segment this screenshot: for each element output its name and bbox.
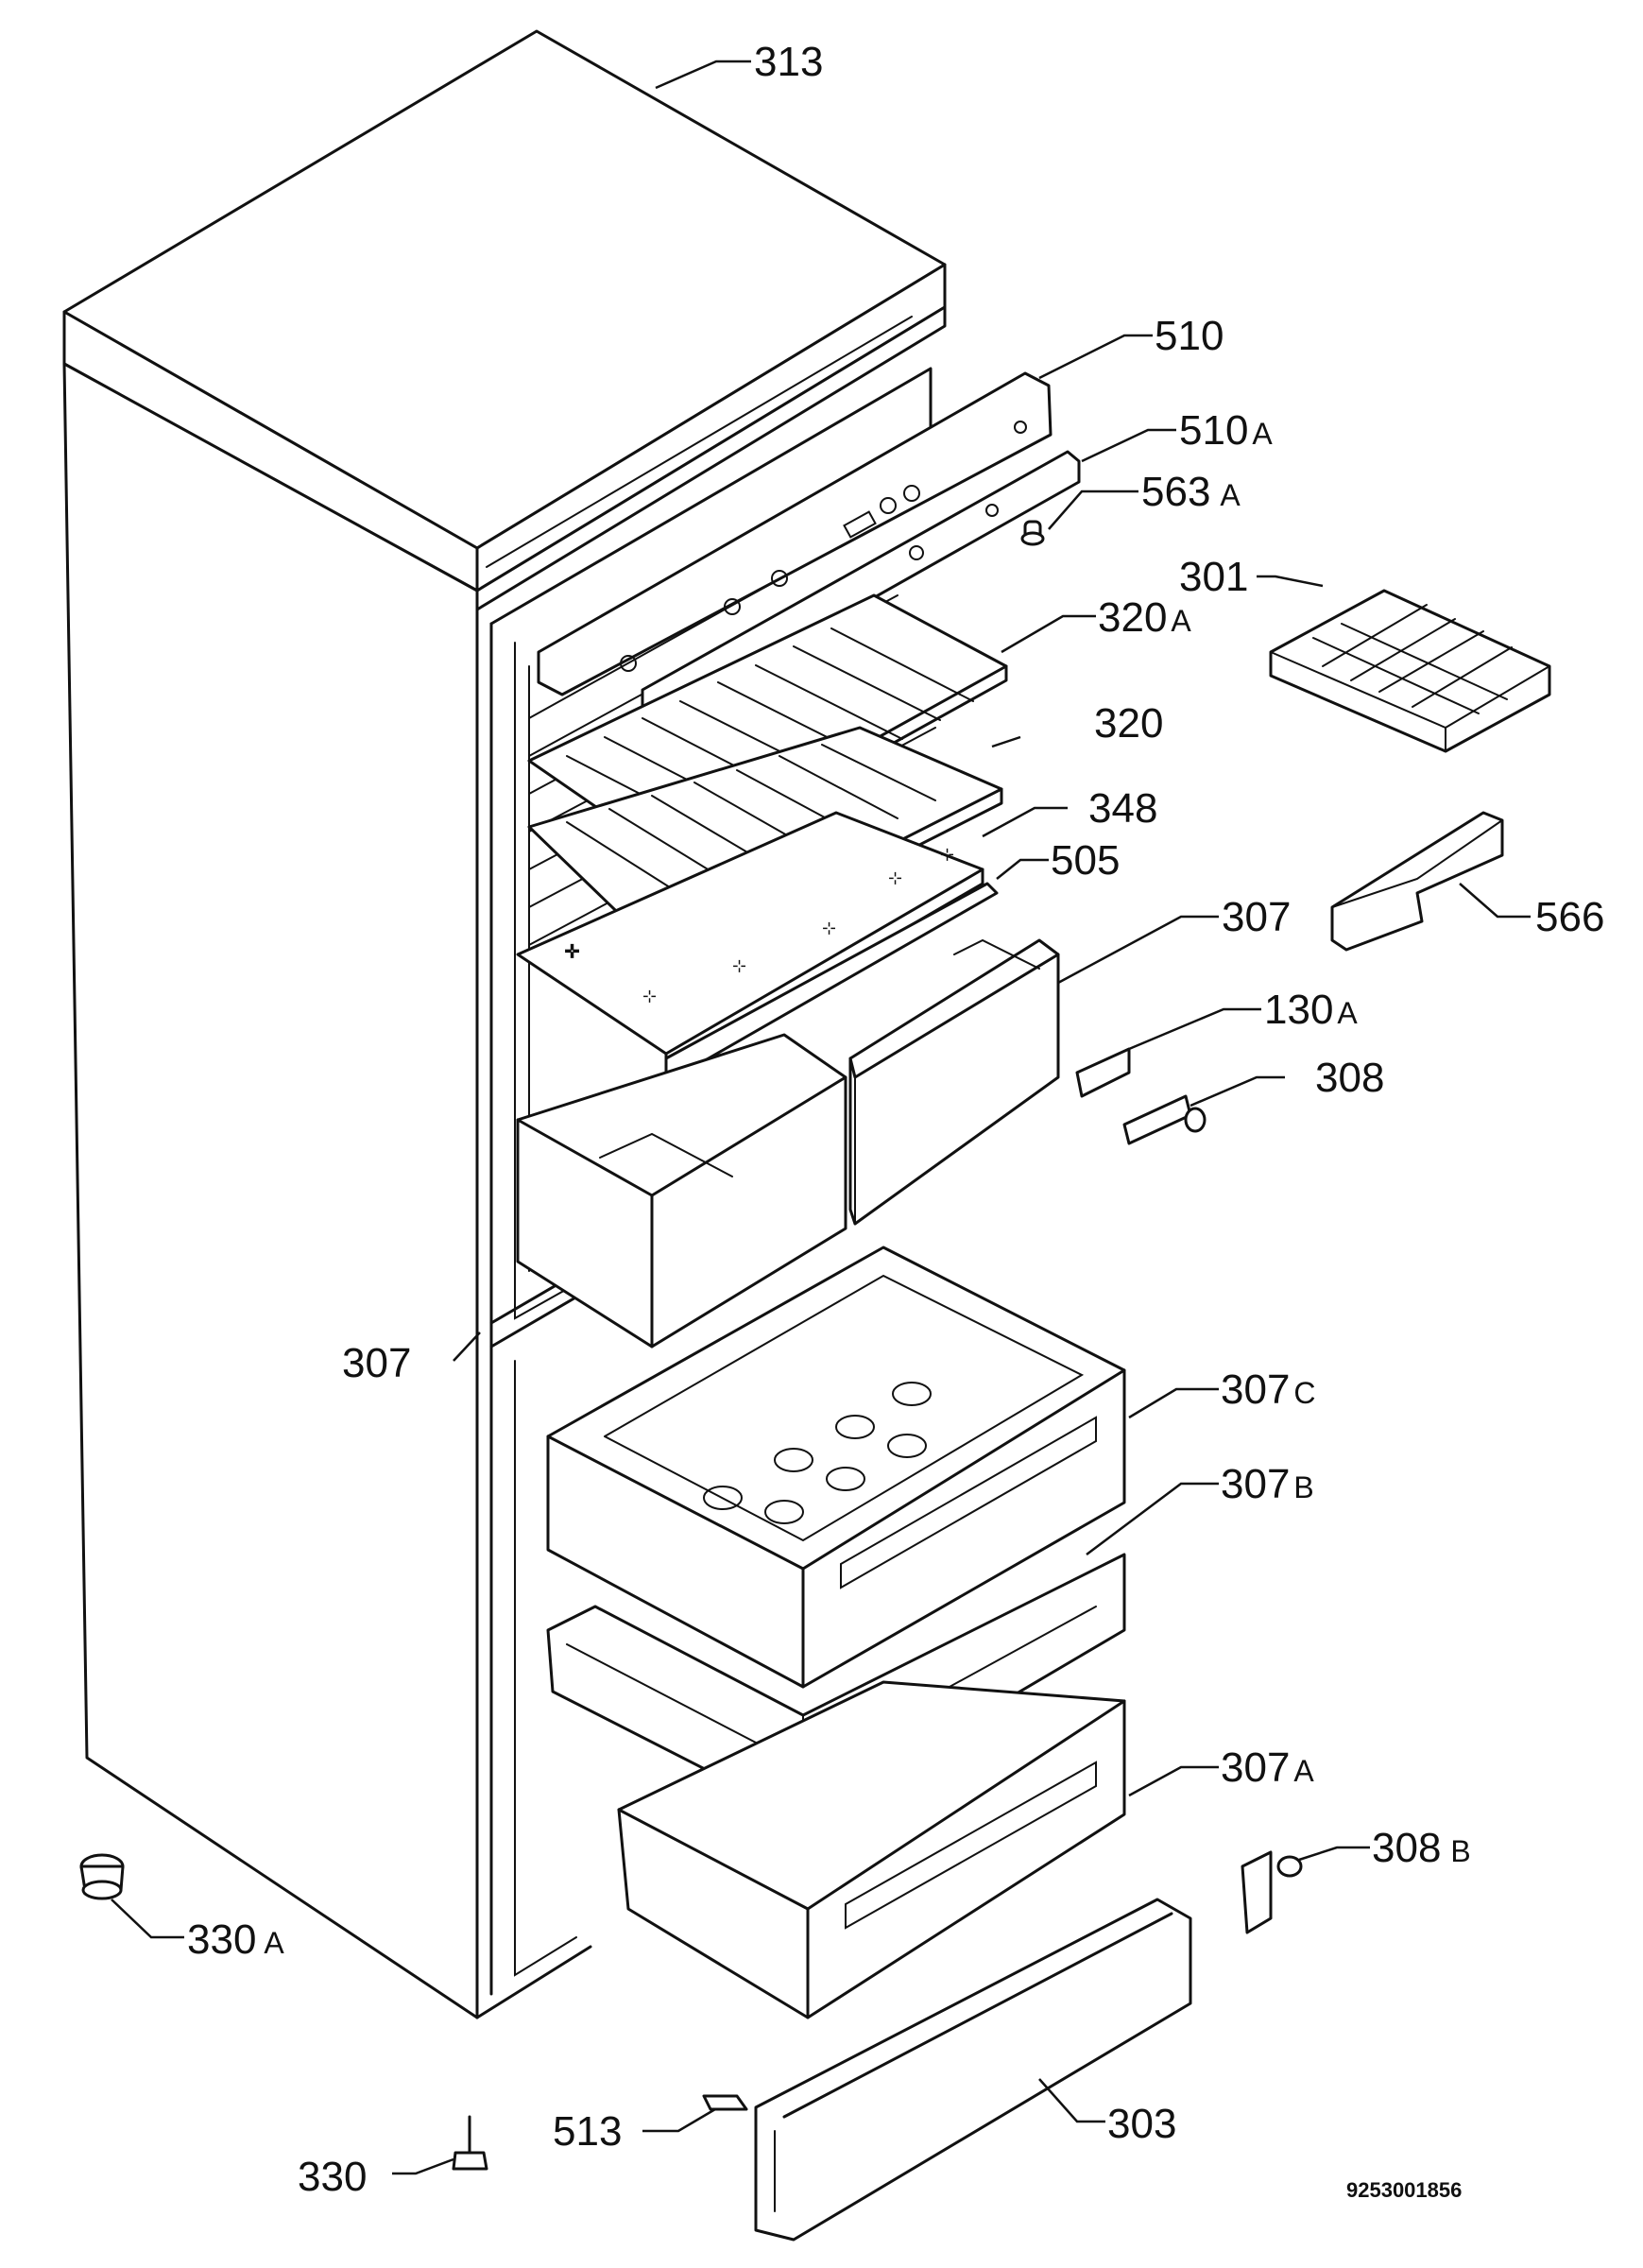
drawer-307a xyxy=(617,1680,1126,2019)
label-313: 313 xyxy=(754,39,823,85)
label-307-left: 307 xyxy=(342,1340,411,1386)
scraper-566 xyxy=(1330,811,1504,952)
svg-text:⊹: ⊹ xyxy=(940,845,954,864)
svg-text:⊹: ⊹ xyxy=(642,987,657,1005)
drawing-code: 9253001856 xyxy=(1346,2178,1462,2202)
freezer-drawer-307-left xyxy=(516,1033,847,1349)
label-513: 513 xyxy=(553,2108,622,2155)
svg-text:⊹: ⊹ xyxy=(565,941,579,960)
svg-text:⊹: ⊹ xyxy=(888,868,902,887)
cabinet-body xyxy=(62,29,947,2019)
drawer-307c xyxy=(546,1246,1126,1689)
label-348: 348 xyxy=(1088,785,1157,832)
label-301: 301 xyxy=(1179,554,1248,600)
lamp-563a xyxy=(1020,520,1045,546)
label-307-top: 307 xyxy=(1222,894,1291,940)
label-320: 320 xyxy=(1094,700,1163,747)
thermostat-housing-510 xyxy=(537,371,1053,696)
hinge-308b xyxy=(1241,1850,1303,1934)
clip-513 xyxy=(702,2094,748,2111)
shelf-trim-505 xyxy=(664,882,999,1079)
door-tray-303 xyxy=(754,1898,1192,2242)
freezer-drawer-307-right xyxy=(848,938,1060,1226)
foot-330a xyxy=(79,1853,125,1900)
label-510: 510 xyxy=(1155,313,1224,359)
label-505: 505 xyxy=(1051,837,1120,884)
ice-tray-301 xyxy=(1269,589,1551,753)
label-308: 308 xyxy=(1315,1055,1384,1101)
hinge-308 xyxy=(1122,1094,1207,1145)
label-330: 330 xyxy=(298,2154,367,2200)
leader-lines xyxy=(111,60,1531,2175)
label-303: 303 xyxy=(1107,2101,1176,2147)
cover-130a xyxy=(1075,1047,1131,1098)
svg-text:⊹: ⊹ xyxy=(822,919,836,937)
label-566: 566 xyxy=(1535,894,1604,940)
foot-330 xyxy=(452,2115,488,2171)
svg-text:⊹: ⊹ xyxy=(732,956,746,975)
